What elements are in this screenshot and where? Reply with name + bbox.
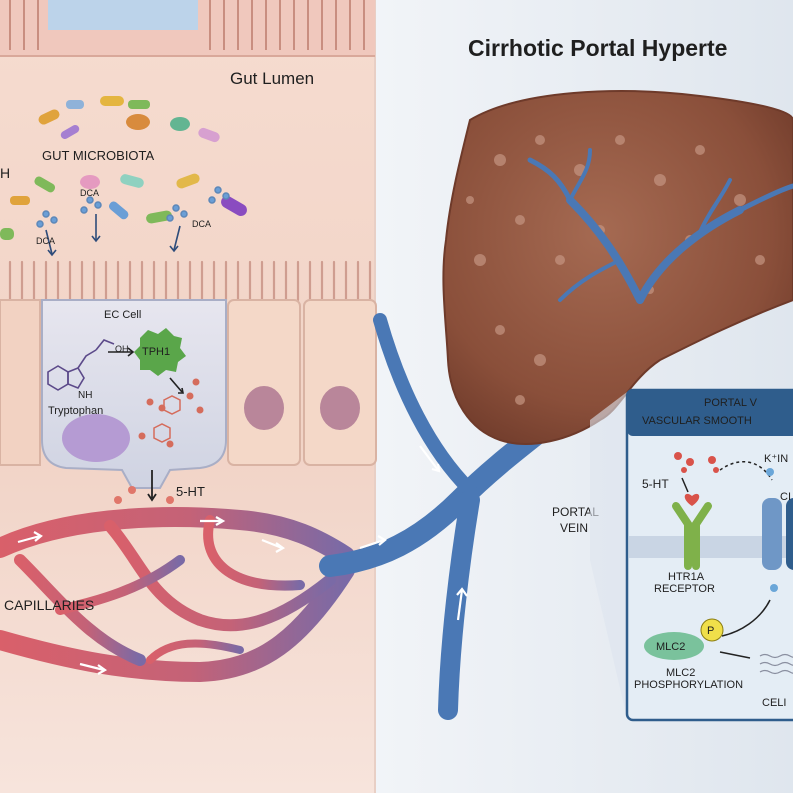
capillary-network [0,507,355,683]
cell-membrane [629,536,793,558]
capillaries-label: CAPILLARIES [4,597,94,613]
phosphorylation-label-line2: PHOSPHORYLATION [634,679,743,691]
phosphate-label: P [707,625,714,637]
tryptophan-label: Tryptophan [48,405,103,417]
pathway-arrow [721,599,771,637]
capillary-flow-arrows [17,516,286,675]
ec-cell [41,299,227,489]
inset-arrow-down [681,477,689,493]
inset-serotonin-molecules [674,452,719,473]
phosphate-group [700,618,724,642]
contraction-arrow [719,651,751,659]
serotonin-molecules [138,378,204,448]
nh-label: NH [78,390,92,401]
tph1-label: TPH1 [142,346,170,358]
ec-cell-label: EC Cell [104,309,141,321]
portal-vein-label-line2: VEIN [560,521,588,535]
htr1a-receptor [672,502,712,570]
inset-zoom-cone [590,392,627,718]
dca-label-1: DCA [80,188,99,198]
gut-microbiota [0,96,247,240]
inset-header-line1: PORTAL V [704,397,758,409]
mlc2-protein [644,632,704,660]
dca-arrows [45,214,181,257]
figure-title: Cirrhotic Portal Hyperte [468,35,727,61]
inset-header-line2: VASCULAR SMOOTH [642,415,752,427]
receptor-label-line2: RECEPTOR [654,583,715,595]
portal-vein-label-line1: PORTAL [552,505,599,519]
k-channel [762,468,793,592]
mlc2-label: MLC2 [656,641,685,653]
tryptophan-structure [47,339,115,391]
serotonin-rings [153,395,181,443]
cell-label: CELI [762,697,786,709]
k-inflow-label-line2: CI [780,491,791,503]
k-inflow-label-line1: K⁺IN [764,453,788,465]
receptor-label-line1: HTR1A [668,571,705,583]
brush-border [8,260,372,302]
ec-cell-nucleus [62,414,130,462]
tph1-enzyme [134,328,186,376]
tph1-arrows [108,347,184,394]
dca-molecules [36,186,230,228]
inset-serotonin-label: 5-HT [642,477,669,491]
ligand-heart [684,493,700,506]
gut-microbiota-label: GUT MICROBIOTA [42,148,155,163]
upper-villi [0,0,375,57]
inset-header [627,390,793,436]
liver-vein-branches [527,148,793,304]
gut-lumen-label: Gut Lumen [230,69,314,88]
phosphorylation-label-line1: MLC2 [666,667,695,679]
dca-label-2: DCA [36,236,55,246]
oh-label: OH [115,344,129,354]
epithelial-cells [0,299,377,466]
left-edge-fragment: H [0,165,10,181]
gut-serotonin-label: 5-HT [176,484,205,499]
dca-label-3: DCA [192,219,211,229]
